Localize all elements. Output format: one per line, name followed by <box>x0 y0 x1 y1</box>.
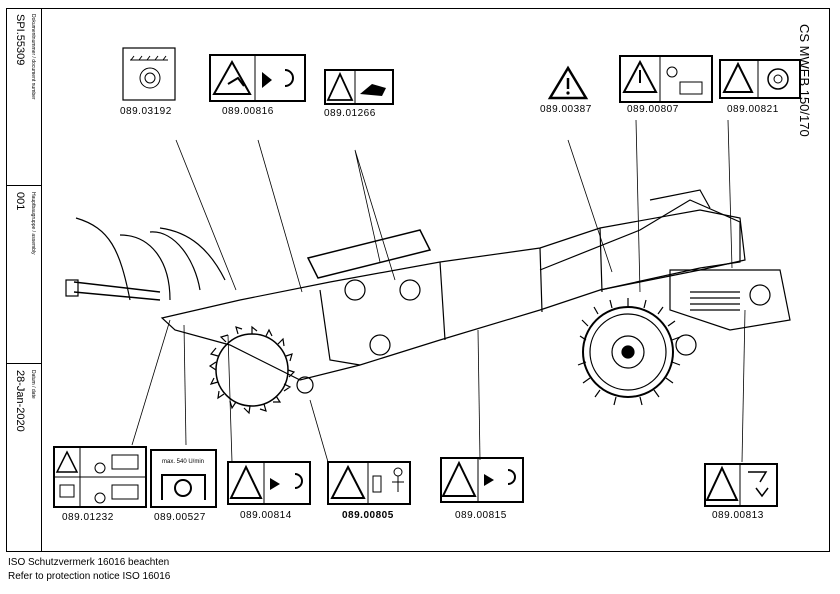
conveyor-top <box>649 189 711 209</box>
pto-end <box>65 279 79 297</box>
label-089-03192: 089.03192 <box>120 106 172 117</box>
label-089-00805: 089.00805 <box>342 510 394 521</box>
pictogram-089-00527 <box>150 449 217 508</box>
gear <box>749 284 771 306</box>
label-089-00807: 089.00807 <box>627 104 679 115</box>
rear-unit <box>669 269 791 331</box>
roller-3 <box>369 334 391 356</box>
rpm-text: max. 540 U/min <box>162 459 204 465</box>
label-089-00821: 089.00821 <box>727 104 779 115</box>
roller-2 <box>399 279 421 301</box>
document-number-cell: Dokumentnummer / document number SPI.553… <box>6 8 42 186</box>
conveyor <box>539 199 741 291</box>
pictogram-089-03192 <box>122 47 176 101</box>
footer-line-en: Refer to protection notice ISO 16016 <box>8 571 171 582</box>
pictogram-089-01266 <box>324 69 394 105</box>
label-089-01232: 089.01232 <box>62 512 114 523</box>
saw-blade <box>208 325 296 415</box>
assembly-cell: Hauptbaugruppe / assembly 001 <box>6 186 42 364</box>
roller-4 <box>296 376 314 394</box>
label-089-00527: 089.00527 <box>154 512 206 523</box>
label-089-00815: 089.00815 <box>455 510 507 521</box>
control-levers <box>75 217 226 301</box>
roller-1 <box>344 279 366 301</box>
drive-shaft <box>73 281 161 301</box>
chassis-frame <box>160 209 746 381</box>
pictogram-089-01232 <box>53 446 147 508</box>
label-089-00813: 089.00813 <box>712 510 764 521</box>
label-089-01266: 089.01266 <box>324 108 376 119</box>
drawing-frame <box>6 8 830 552</box>
tractor-wheel <box>577 298 681 406</box>
title-block: Dokumentnummer / document number SPI.553… <box>6 8 42 552</box>
pictogram-089-00821 <box>719 59 801 99</box>
feed-table <box>306 229 432 279</box>
pictogram-089-00807 <box>619 55 713 103</box>
chassis-ribs <box>319 227 603 366</box>
pictogram-089-00815 <box>440 457 524 503</box>
leader-lines <box>131 119 746 463</box>
pictogram-089-00387 <box>547 65 589 100</box>
springs <box>690 291 740 311</box>
label-089-00816: 089.00816 <box>222 106 274 117</box>
label-089-00814: 089.00814 <box>240 510 292 521</box>
footer-line-de: ISO Schutzvermerk 16016 beachten <box>8 557 170 568</box>
pictogram-089-00816 <box>209 54 306 102</box>
pictogram-089-00805 <box>327 461 411 505</box>
support-wheel <box>675 334 697 356</box>
pictogram-089-00813 <box>704 463 778 507</box>
pictogram-089-00814 <box>227 461 311 505</box>
label-089-00387: 089.00387 <box>540 104 592 115</box>
